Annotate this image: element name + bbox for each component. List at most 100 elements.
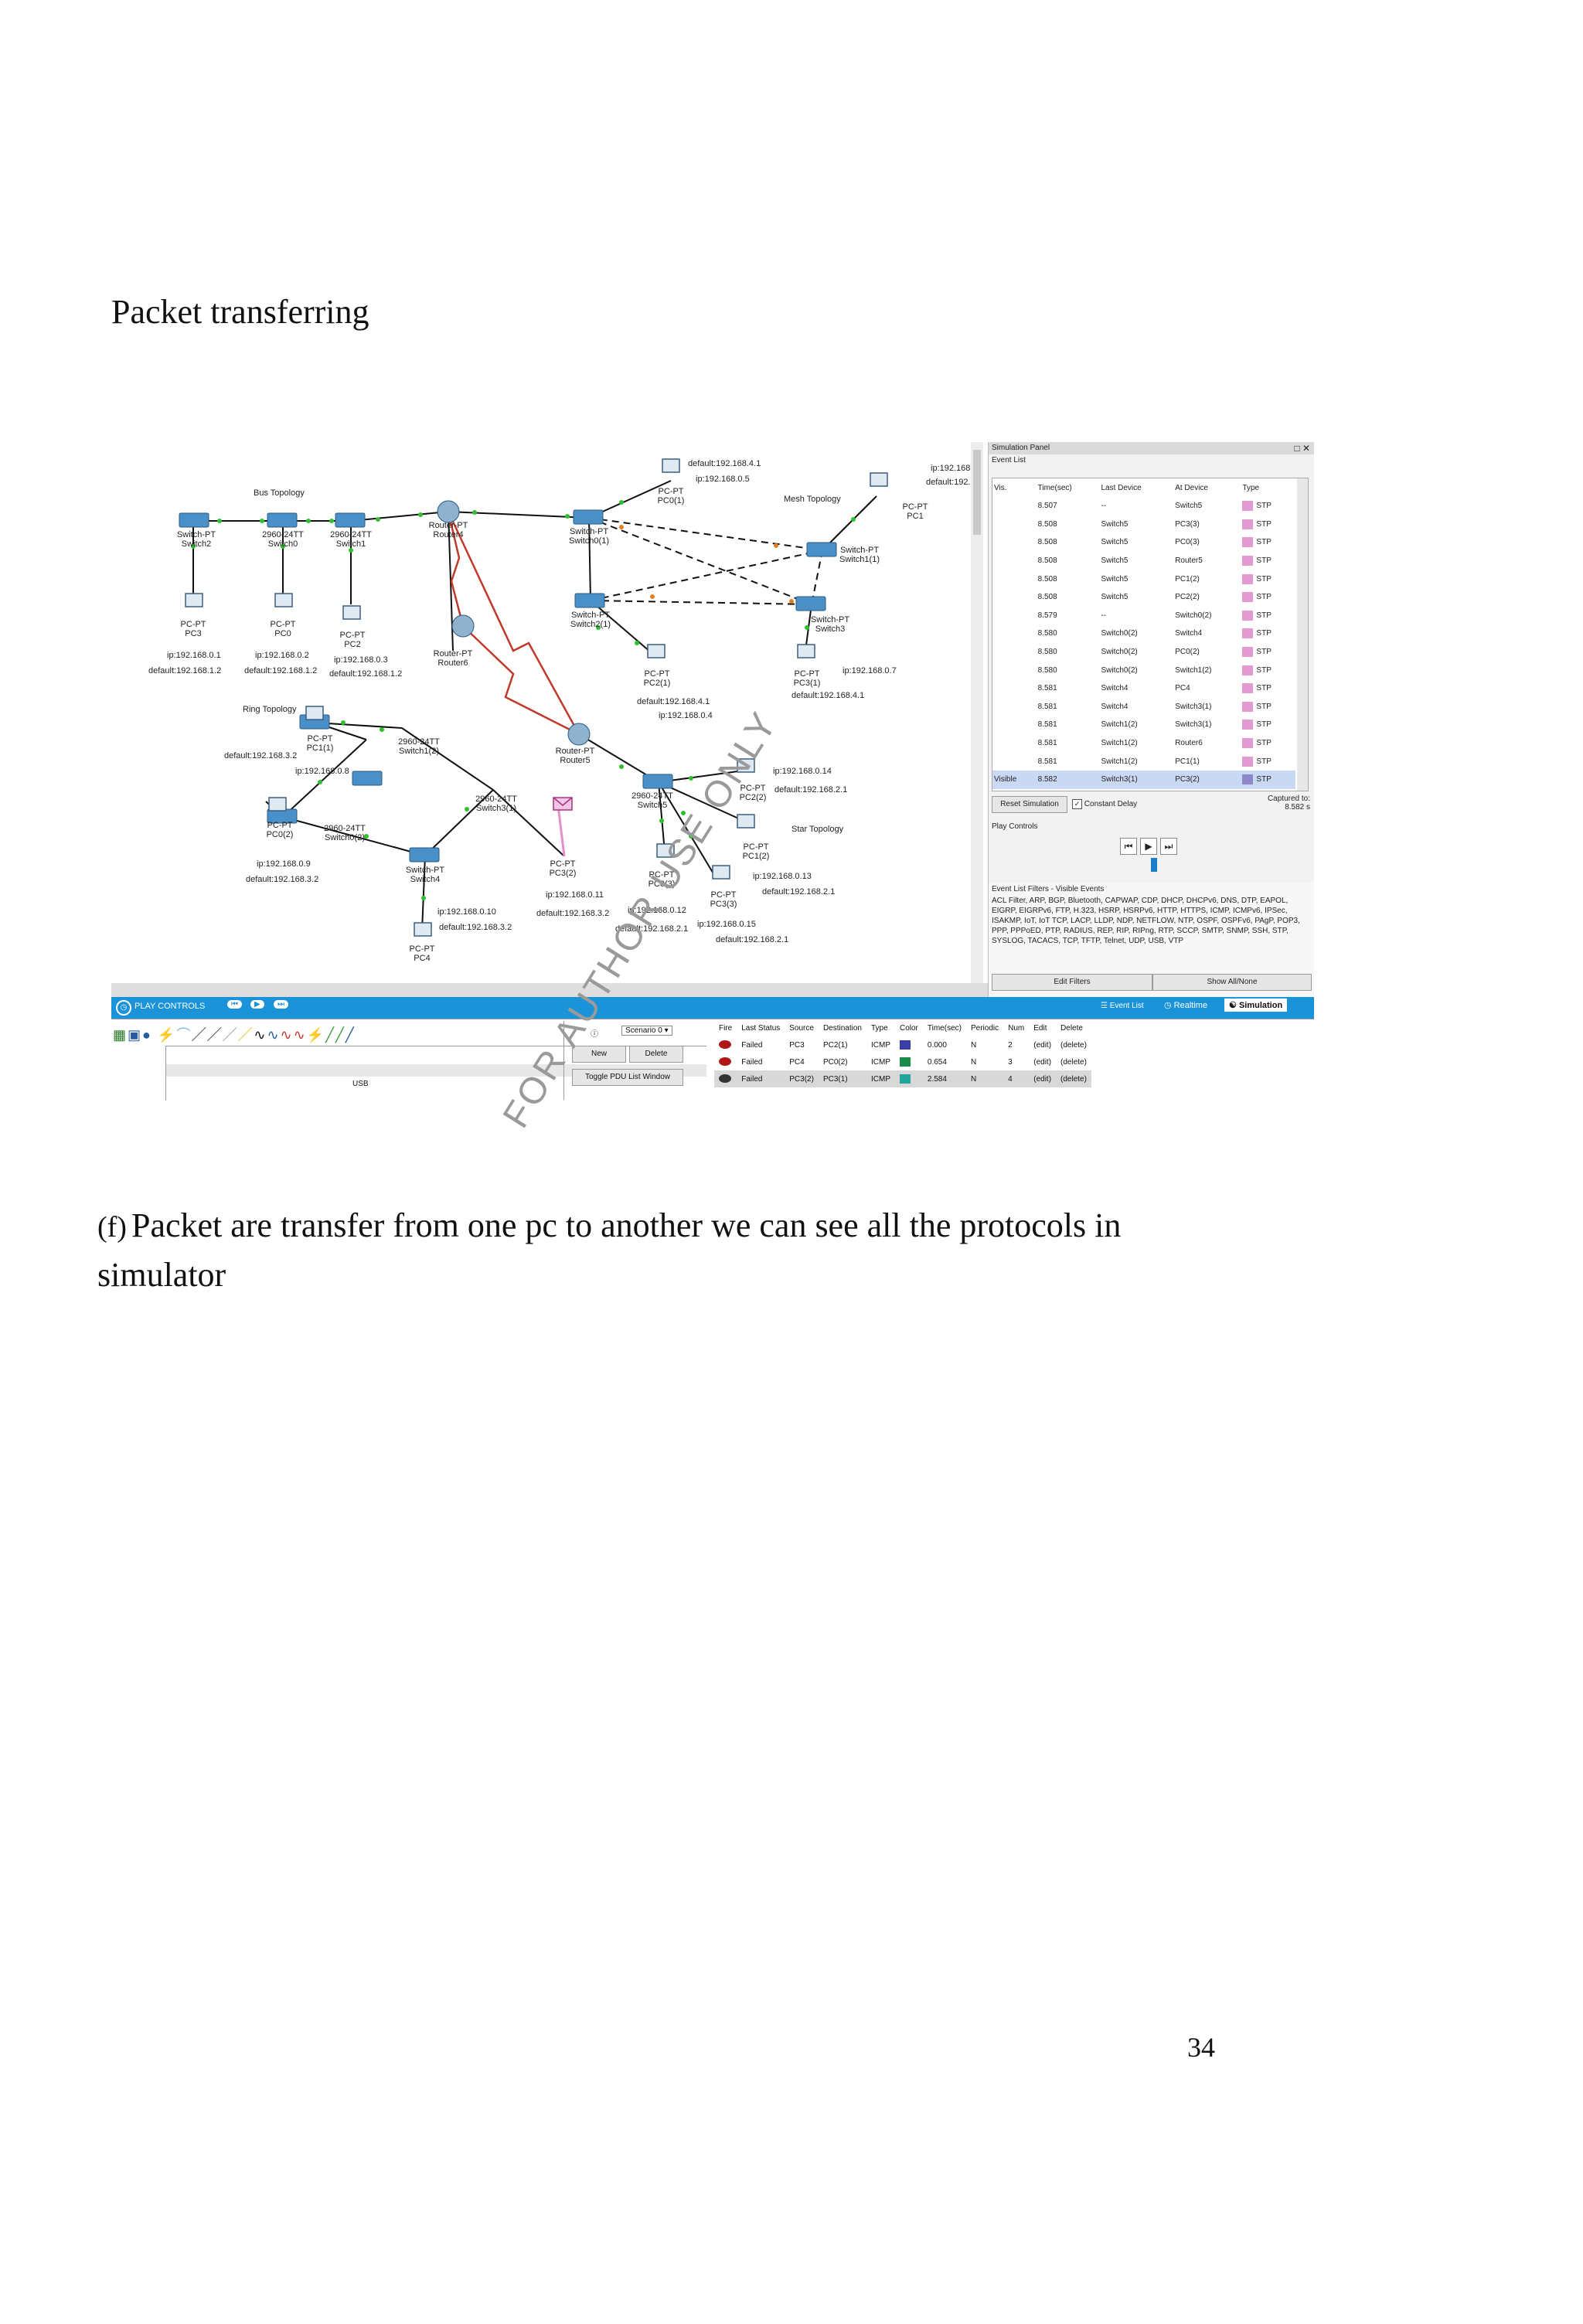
event-color-swatch — [1242, 683, 1254, 694]
forward-icon[interactable]: ⏭ — [1160, 838, 1177, 855]
back-icon[interactable]: ⏮ — [1120, 838, 1137, 855]
new-scenario-button[interactable]: New — [572, 1046, 626, 1063]
toggle-pdu-list-button[interactable]: Toggle PDU List Window — [572, 1069, 683, 1086]
simulation-tab[interactable]: ☯ Simulation — [1224, 999, 1288, 1012]
ip-label: ip:192.168.0.4 — [659, 711, 713, 720]
show-all-none-button[interactable]: Show All/None — [1152, 974, 1312, 991]
simulation-panel-titlebar: Simulation Panel □ ✕ — [989, 442, 1314, 454]
event-list-toggle[interactable]: ☰ Event List — [1101, 1002, 1144, 1010]
connection-icon[interactable]: ▣ — [128, 1027, 143, 1043]
event-list-scrollbar[interactable] — [1297, 478, 1308, 791]
play-icon[interactable]: ▶ — [1140, 838, 1157, 855]
event-color-swatch — [1242, 610, 1254, 621]
console-cable-icon[interactable]: ⌒ — [176, 1027, 192, 1043]
info-icon[interactable]: ⓘ — [591, 1030, 598, 1039]
ip-label: default:192.168.2.1 — [774, 785, 848, 795]
speed-slider-handle[interactable] — [1151, 858, 1157, 872]
lightning-icon[interactable]: ⚡ — [157, 1027, 177, 1043]
clock-icon[interactable]: ◷ — [116, 1000, 131, 1016]
blue-cable-icon[interactable]: ╱ — [345, 1027, 356, 1043]
edit-filters-button[interactable]: Edit Filters — [992, 974, 1152, 991]
scenario-select[interactable]: Scenario 0 ▾ — [621, 1026, 672, 1036]
constant-delay-option[interactable]: ✓ Constant Delay — [1072, 799, 1137, 809]
device-list-scrollbar[interactable] — [165, 1064, 706, 1077]
ip-label: ip:192.168.0.10 — [437, 907, 496, 917]
pdu-color-swatch — [899, 1074, 911, 1084]
ip-label: ip:192.168.0.8 — [295, 767, 349, 776]
play-controls: ⏮▶⏭ — [1120, 838, 1180, 872]
iot-cable-icon[interactable]: ⚡ — [306, 1027, 326, 1043]
ring-topology-label: Ring Topology — [243, 705, 297, 714]
edit-link[interactable]: (edit) — [1033, 1057, 1052, 1067]
phone-cable-icon[interactable]: ╱ — [238, 1027, 254, 1043]
coax-cable-icon[interactable]: ∿ — [254, 1027, 267, 1043]
toolbar-back-icon[interactable]: ⏮ — [227, 1000, 242, 1009]
workspace-horizontal-scrollbar[interactable] — [111, 983, 988, 997]
event-color-swatch — [1242, 665, 1254, 675]
connection-icon[interactable]: ● — [142, 1027, 152, 1043]
clock-icon: ◷ — [1164, 1001, 1172, 1010]
connection-types-toolbar: ▦▣● ⚡⌒╱╱╱╱∿∿∿∿⚡╱╱╱ — [113, 1024, 499, 1044]
ip-label: default:192.168.3.2 — [224, 751, 298, 760]
edit-link[interactable]: (edit) — [1033, 1040, 1052, 1050]
cross-cable-icon[interactable]: ╱ — [207, 1027, 223, 1043]
straight-cable-icon[interactable]: ╱ — [192, 1027, 208, 1043]
serial-dte-icon[interactable]: ∿ — [280, 1027, 294, 1043]
delete-scenario-button[interactable]: Delete — [629, 1046, 683, 1063]
event-row[interactable]: 8.579--Switch0(2)STP — [1037, 610, 1272, 621]
topology-canvas — [179, 458, 888, 937]
ip-label: default:192.168.1.2 — [244, 666, 318, 675]
delete-link[interactable]: (delete) — [1060, 1057, 1087, 1067]
fire-icon[interactable] — [719, 1040, 731, 1050]
checkbox-checked-icon[interactable]: ✓ — [1072, 799, 1082, 809]
fiber-cable-icon[interactable]: ╱ — [223, 1027, 239, 1043]
toolbar-forward-icon[interactable]: ⏭ — [274, 1000, 288, 1009]
workspace-vertical-scrollbar[interactable] — [971, 442, 983, 997]
delete-link[interactable]: (delete) — [1060, 1040, 1087, 1050]
reset-simulation-button[interactable]: Reset Simulation — [992, 796, 1067, 813]
ip-label: default:192.168.3.2 — [536, 909, 610, 918]
octal-cable-icon[interactable]: ∿ — [293, 1027, 307, 1043]
ip-label: default:192.168.2.1 — [716, 935, 789, 944]
green-cable-icon[interactable]: ╱ — [335, 1027, 346, 1043]
delete-link[interactable]: (delete) — [1060, 1074, 1087, 1084]
realtime-tab[interactable]: ◷ Realtime — [1164, 1001, 1208, 1010]
edit-link[interactable]: (edit) — [1033, 1074, 1052, 1084]
ip-label: default:192.168.3.2 — [246, 875, 319, 884]
usb-cable-icon[interactable]: ╱ — [325, 1027, 335, 1043]
fire-icon[interactable] — [719, 1057, 731, 1067]
connection-icon[interactable]: ▦ — [113, 1027, 128, 1043]
serial-dce-icon[interactable]: ∿ — [267, 1027, 281, 1043]
event-color-swatch — [1242, 774, 1254, 785]
close-icon[interactable]: □ ✕ — [1294, 443, 1310, 454]
fire-icon[interactable] — [719, 1074, 731, 1084]
event-list-table: Vis. Time(sec) Last Device At Device Typ… — [992, 478, 1309, 791]
event-color-swatch — [1242, 628, 1254, 639]
toolbar-play-icon[interactable]: ▶ — [250, 1000, 264, 1009]
